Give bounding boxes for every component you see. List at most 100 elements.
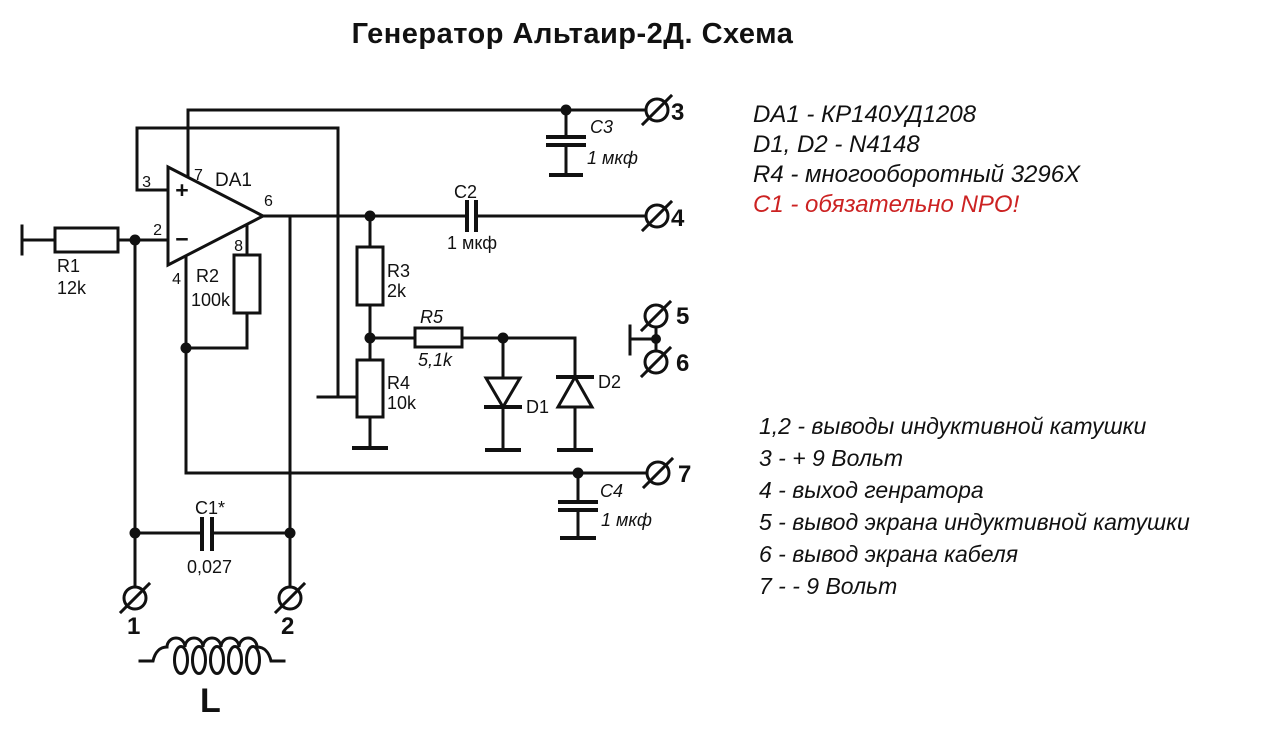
- inductor-loop: [173, 645, 189, 675]
- opamp-pin8-label: 8: [234, 238, 243, 255]
- diode-d2-triangle: [555, 373, 595, 409]
- terminal-5-circle: [643, 303, 669, 329]
- note-line-warning: C1 - обязательно NPO!: [753, 191, 1020, 218]
- junction-dot: [364, 332, 376, 344]
- opamp-triangle: [166, 164, 267, 268]
- note-line: DA1 - КР140УД1208: [753, 101, 977, 128]
- capacitor-c3-plates: [546, 135, 586, 147]
- terminal-1: 1: [118, 581, 152, 640]
- inductor-loop: [245, 645, 261, 675]
- c4-value: 1 мкф: [601, 510, 652, 530]
- terminal-5-number: 5: [676, 303, 689, 330]
- terminal-6-number: 6: [676, 350, 689, 377]
- terminal-6: 6: [639, 345, 689, 379]
- wires: [20, 108, 658, 589]
- c2-value: 1 мкф: [447, 233, 497, 253]
- terminal-7: 7: [641, 456, 691, 490]
- resistor-r2: [232, 253, 262, 315]
- inductor-arcs: [138, 636, 286, 663]
- terminal-6-circle: [643, 349, 669, 375]
- terminal-1-circle: [122, 585, 148, 611]
- junction-dot: [572, 467, 584, 479]
- note-line: R4 - многооборотный 3296X: [753, 161, 1081, 188]
- inductor-name: L: [200, 682, 221, 720]
- terminal-2: 2: [273, 581, 307, 640]
- c3-value: 1 мкф: [587, 148, 638, 168]
- terminal-4-number: 4: [671, 205, 685, 232]
- resistor-r3: [355, 245, 385, 307]
- opamp-plus-sign: +: [175, 177, 188, 203]
- r1-name: R1: [57, 256, 80, 276]
- ground-bars: [352, 173, 596, 540]
- opamp-pin6-label: 6: [264, 193, 273, 210]
- r3-value: 2k: [387, 281, 407, 301]
- page-title: Генератор Альтаир-2Д. Схема: [351, 18, 794, 50]
- d2-name: D2: [598, 372, 621, 392]
- terminal-4-slash: [640, 199, 674, 233]
- junction-dot: [180, 342, 192, 354]
- junction-dot: [651, 334, 661, 344]
- wire-vminus-rail: [184, 222, 649, 475]
- terminal-3-circle: [644, 97, 670, 123]
- terminal-legend: 1,2 - выводы индуктивной катушки 3 - + 9…: [759, 410, 1190, 602]
- r4-name: R4: [387, 373, 410, 393]
- wire-vplus-rail: [186, 108, 648, 179]
- terminal-3-number: 3: [671, 99, 684, 126]
- r4-value: 10k: [387, 393, 417, 413]
- r2-name: R2: [196, 266, 219, 286]
- inductor-loop: [227, 645, 243, 675]
- junction-dot: [497, 332, 509, 344]
- junction-dot: [284, 527, 296, 539]
- resistor-r4-trimmer: [355, 358, 385, 419]
- inductor-coil: L: [138, 636, 286, 720]
- terminal-4: 4: [640, 199, 685, 233]
- capacitor-c2-plates: [465, 200, 478, 232]
- terminal-7-circle: [645, 460, 671, 486]
- legend-line: 3 - + 9 Вольт: [759, 445, 904, 471]
- resistor-r5: [413, 326, 464, 349]
- d1-name: D1: [526, 397, 549, 417]
- opamp-pin2-label: 2: [153, 222, 162, 239]
- c3-name: C3: [590, 117, 613, 137]
- wire-inverting-input: [20, 224, 170, 589]
- terminal-2-number: 2: [281, 613, 294, 640]
- c2-name: C2: [454, 182, 477, 202]
- c1-name: C1*: [195, 498, 225, 518]
- terminal-3-slash: [640, 93, 674, 127]
- inductor-loop: [191, 645, 207, 675]
- terminal-5-slash: [639, 299, 673, 333]
- r3-name: R3: [387, 261, 410, 281]
- parts-notes: DA1 - КР140УД1208 D1, D2 - N4148 R4 - мн…: [753, 100, 1080, 220]
- r5-value: 5,1k: [418, 350, 453, 370]
- terminal-2-slash: [273, 581, 307, 615]
- terminal-1-slash: [118, 581, 152, 615]
- opamp-label: DA1: [215, 170, 252, 191]
- r1-value: 12k: [57, 278, 87, 298]
- legend-line: 7 - - 9 Вольт: [759, 573, 898, 599]
- c1-value: 0,027: [187, 557, 232, 577]
- terminal-7-number: 7: [678, 461, 691, 488]
- capacitor-c4-plates: [558, 500, 598, 512]
- legend-line: 1,2 - выводы индуктивной катушки: [759, 413, 1147, 439]
- c4-name: C4: [600, 481, 623, 501]
- r2-value: 100k: [191, 290, 231, 310]
- junction-dot: [129, 234, 141, 246]
- capacitor-c1-plates: [200, 517, 214, 551]
- opamp-pin4-label: 4: [172, 271, 181, 288]
- legend-line: 6 - вывод экрана кабеля: [759, 541, 1019, 567]
- terminal-3: 3: [640, 93, 684, 127]
- note-line: D1, D2 - N4148: [753, 131, 920, 158]
- wire-noninverting-input: [135, 126, 359, 399]
- junction-dots: [129, 104, 661, 539]
- terminal-2-circle: [277, 585, 303, 611]
- diode-d1-triangle: [483, 376, 523, 410]
- terminal-7-slash: [641, 456, 675, 490]
- terminal-4-circle: [644, 203, 670, 229]
- opamp-pin3-label: 3: [142, 174, 151, 191]
- junction-dot: [364, 210, 376, 222]
- inductor-loop: [209, 645, 225, 675]
- terminal-1-number: 1: [127, 613, 140, 640]
- r5-name: R5: [420, 307, 444, 327]
- legend-line: 4 - выход генратора: [759, 477, 984, 503]
